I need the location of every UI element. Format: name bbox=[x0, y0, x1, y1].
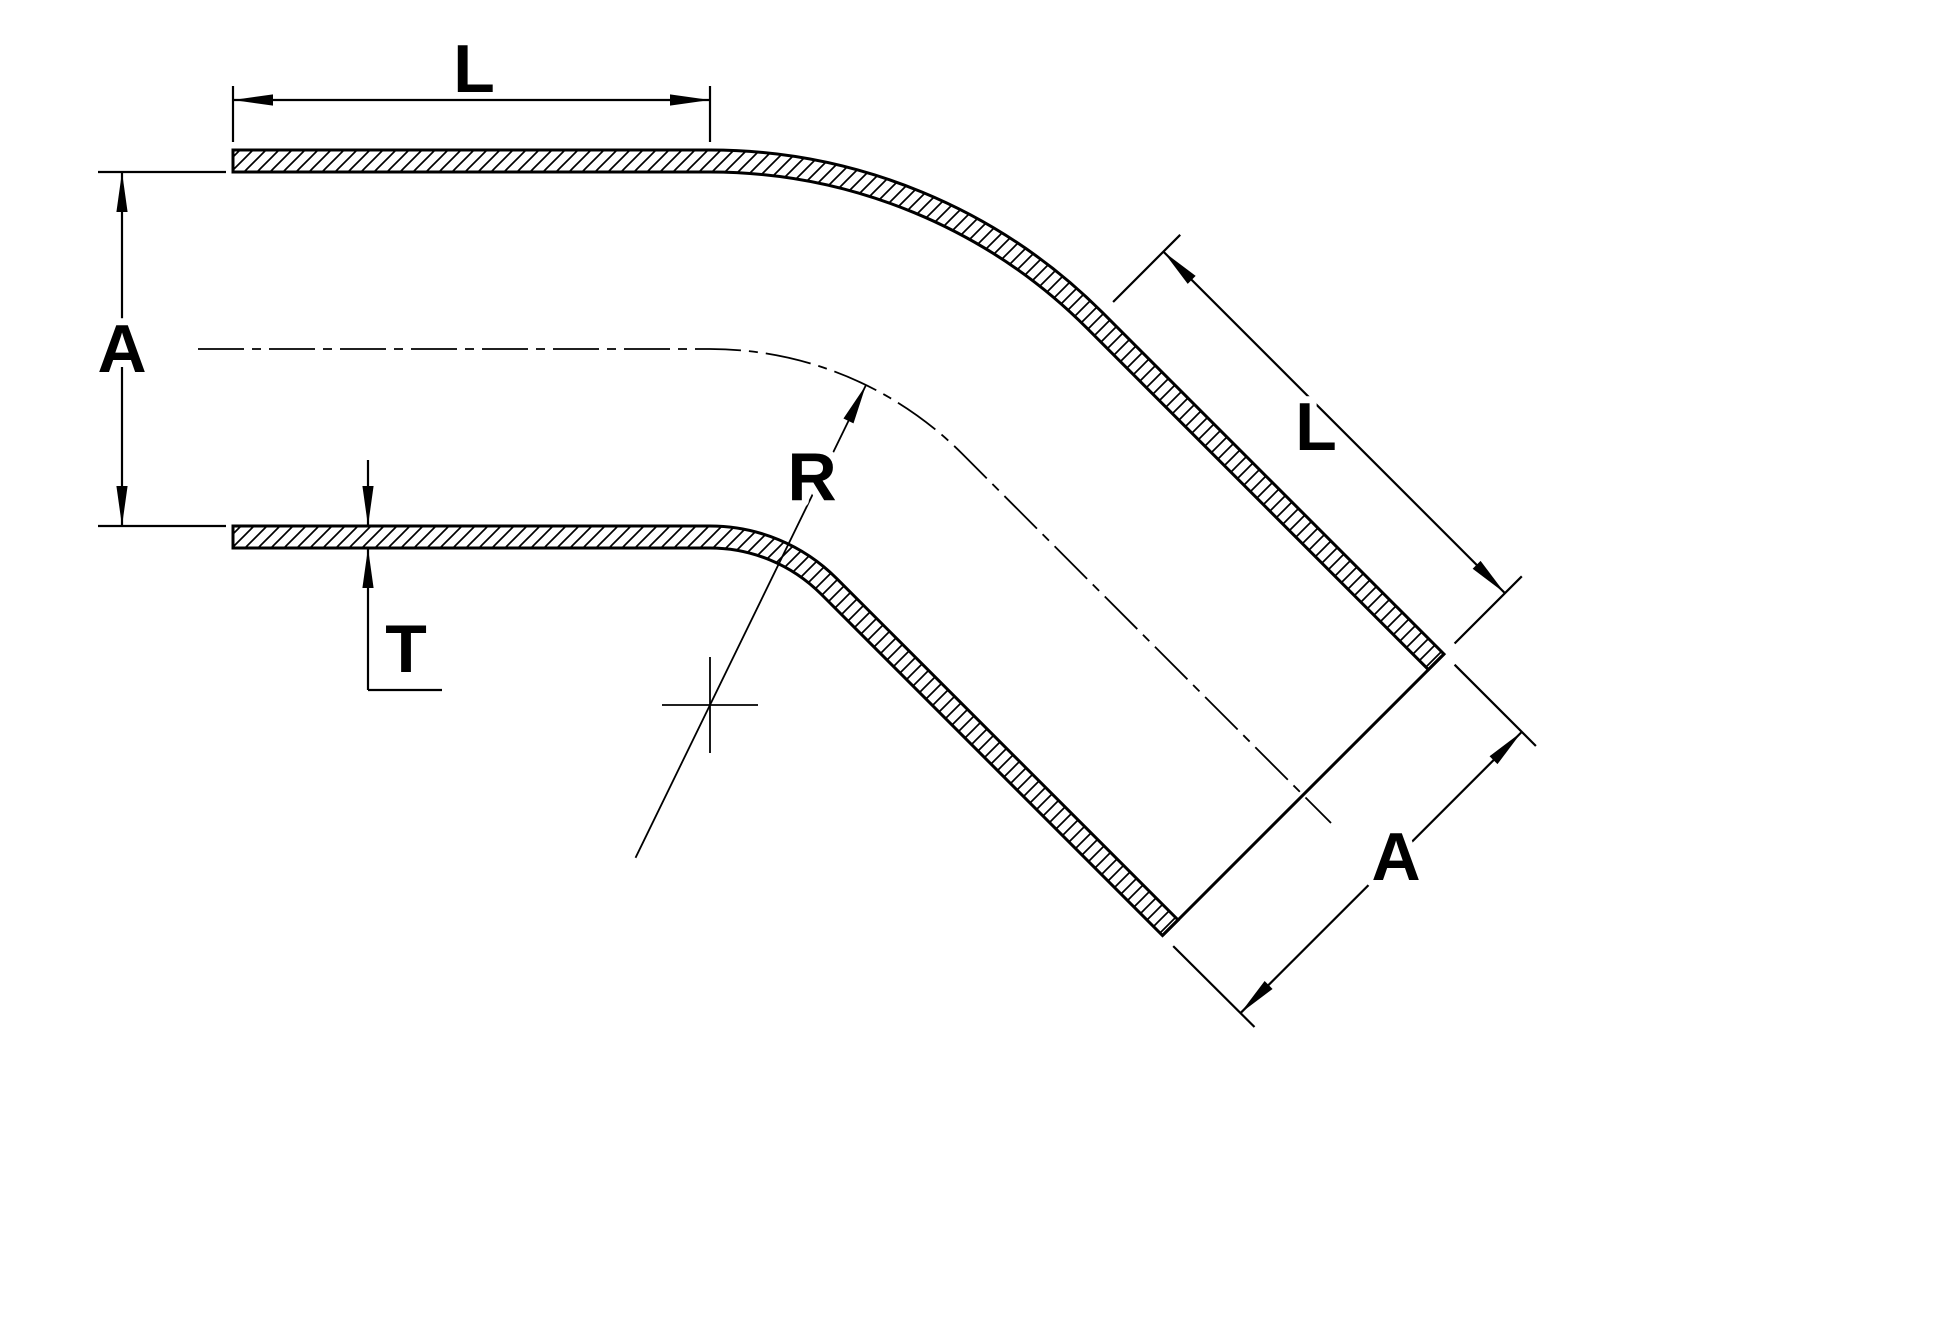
dimension-wall-thickness bbox=[362, 460, 442, 692]
tube-lower-wall bbox=[231, 524, 1181, 938]
tube-centerline bbox=[198, 348, 1332, 824]
dimension-end-diameter bbox=[1172, 663, 1537, 1028]
dimension-line bbox=[1162, 250, 1506, 594]
extension-line-upper bbox=[1112, 234, 1181, 303]
dimension-diagonal-length bbox=[1112, 234, 1523, 645]
dimension-top-length bbox=[231, 86, 712, 142]
label-left-diameter: A bbox=[97, 311, 146, 387]
radius-leader bbox=[634, 384, 867, 859]
label-bend-radius: R bbox=[787, 439, 836, 515]
dimension-bend-radius bbox=[634, 384, 867, 859]
label-end-diameter: A bbox=[1371, 819, 1420, 895]
label-wall-thickness: T bbox=[385, 611, 427, 687]
tube-body bbox=[231, 148, 1447, 938]
label-diagonal-length: L bbox=[1295, 389, 1337, 465]
label-top-length: L bbox=[453, 31, 495, 107]
dimension-left-diameter bbox=[98, 170, 226, 528]
extension-line-outer bbox=[1453, 663, 1537, 747]
dimension-line bbox=[1239, 731, 1523, 1015]
extension-line-lower bbox=[1453, 575, 1523, 645]
extension-line-inner bbox=[1172, 945, 1256, 1028]
